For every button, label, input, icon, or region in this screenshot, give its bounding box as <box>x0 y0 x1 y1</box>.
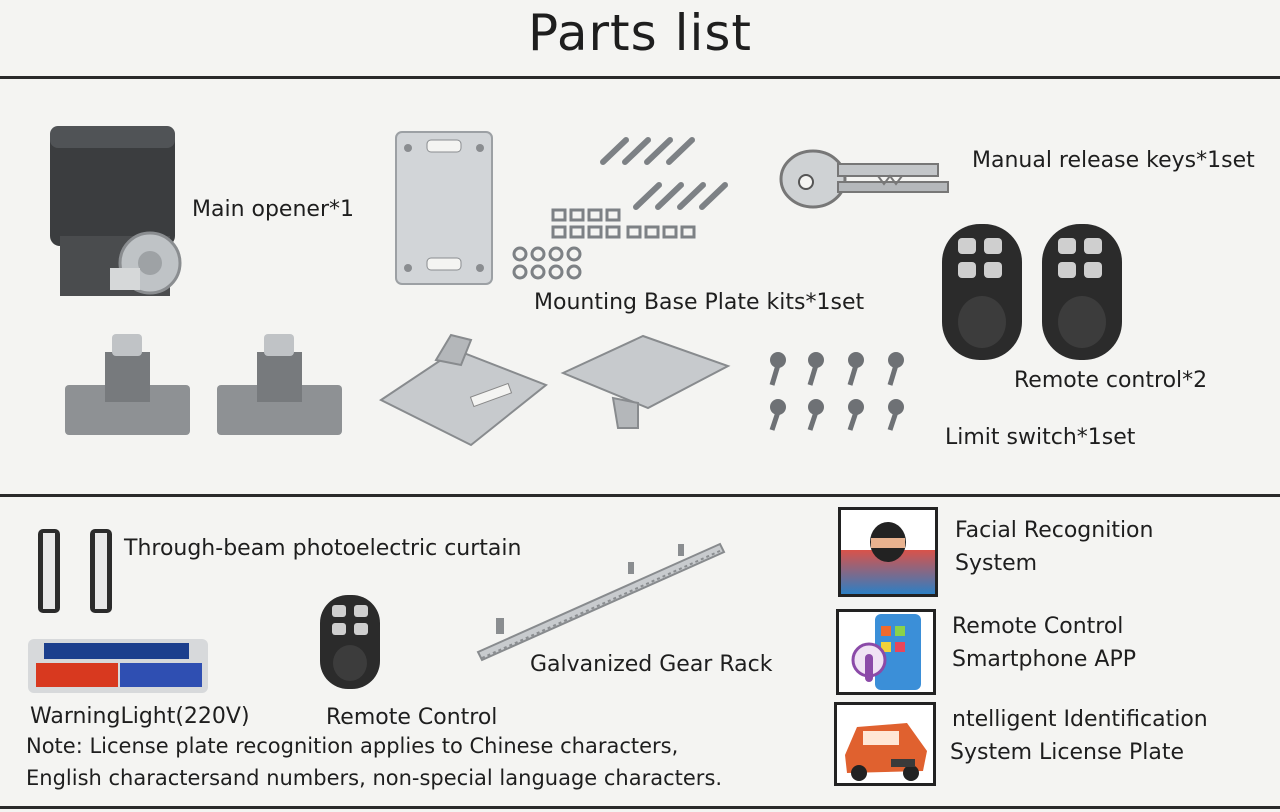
main-opener-label: Main opener*1 <box>192 197 354 222</box>
page-title: Parts list <box>527 4 753 62</box>
note-line-2: English charactersand numbers, non-speci… <box>26 766 723 790</box>
smartphone-app-label-line1: Remote Control <box>952 614 1124 639</box>
photo-curtain-image <box>38 529 112 613</box>
bracket-one-image <box>379 333 548 447</box>
bottom-divider <box>0 806 1280 809</box>
license-plate-label-line1: ntelligent Identification <box>952 707 1208 732</box>
main-opener-image <box>50 126 182 296</box>
note-line-1: Note: License plate recognition applies … <box>26 734 679 758</box>
facial-recognition-label-line2: System <box>955 551 1038 576</box>
remote-control-label: Remote control*2 <box>1014 368 1208 393</box>
middle-divider <box>0 494 1280 497</box>
license-plate-label-line2: System License Plate <box>950 740 1184 765</box>
top-divider <box>0 76 1280 79</box>
limit-switch-screws-image <box>769 352 904 431</box>
release-keys-image <box>779 149 949 209</box>
gear-rack-image <box>476 542 726 662</box>
release-keys-label: Manual release keys*1set <box>972 148 1255 173</box>
license-plate-image <box>834 702 936 786</box>
mounting-plate-label: Mounting Base Plate kits*1set <box>534 290 865 315</box>
photo-curtain-label: Through-beam photoelectric curtain <box>124 536 522 561</box>
gear-rack-label: Galvanized Gear Rack <box>530 652 773 677</box>
bolts-nuts-image <box>512 137 728 280</box>
facial-recognition-label-line1: Facial Recognition <box>955 518 1154 543</box>
warning-light-label: WarningLight(220V) <box>30 704 250 729</box>
smartphone-app-label-line2: Smartphone APP <box>952 647 1136 672</box>
remote-control-image <box>320 595 380 689</box>
smartphone-app-image <box>836 609 936 695</box>
bracket-two-image <box>560 334 731 429</box>
limit-switch-bracket-right-image <box>217 334 342 435</box>
warning-light-image <box>28 639 208 693</box>
bottom-remote-control-label: Remote Control <box>326 705 498 730</box>
mounting-plate-image <box>395 131 493 285</box>
limit-switch-bracket-left-image <box>65 334 190 435</box>
remote-control-pair-image <box>942 224 1122 360</box>
facial-recognition-image <box>838 507 938 597</box>
limit-switch-label: Limit switch*1set <box>945 425 1136 450</box>
